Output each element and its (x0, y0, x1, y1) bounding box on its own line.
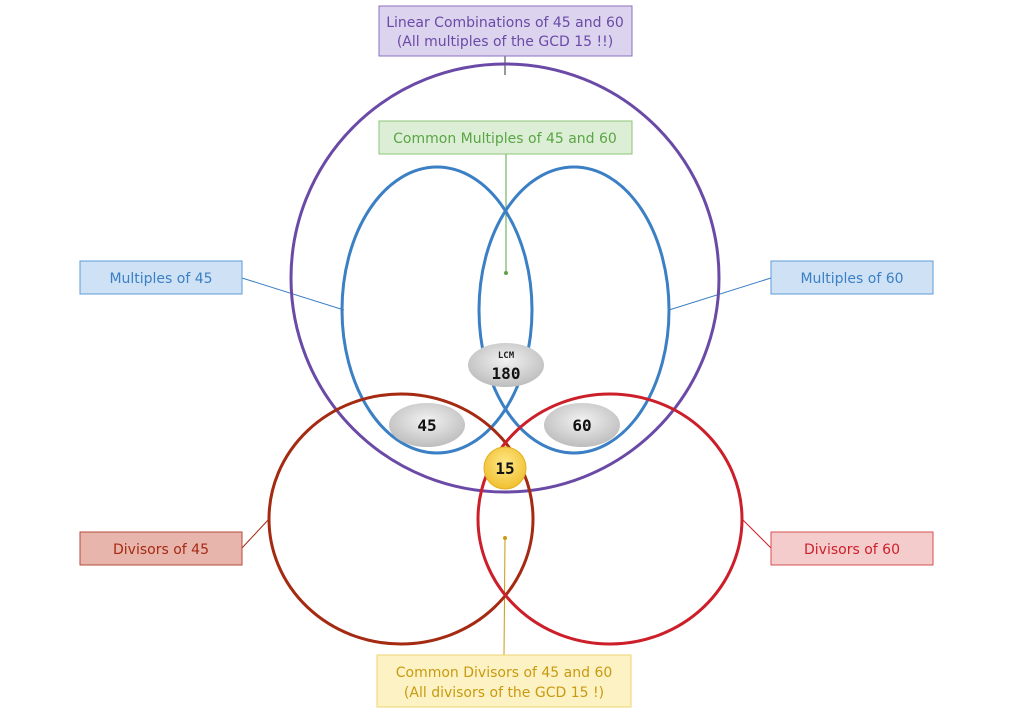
multiples-60-label: Multiples of 60 (770, 260, 934, 295)
divisors-45-ring (267, 392, 535, 646)
divisors-60-text: Divisors of 60 (804, 542, 900, 558)
connector-common-divisors-dot (503, 536, 507, 540)
connector-common-multiples-dot (504, 271, 508, 275)
linear-combinations-line1: Linear Combinations of 45 and 60 (386, 15, 624, 31)
divisors-45-label: Divisors of 45 (79, 531, 243, 566)
gcd-node: 15 (483, 446, 527, 490)
connector-multiples-60 (668, 277, 772, 311)
common-multiples-text: Common Multiples of 45 and 60 (393, 131, 617, 147)
linear-combinations-label: Linear Combinations of 45 and 60 (All mu… (378, 5, 633, 57)
multiples-60-text: Multiples of 60 (800, 271, 903, 287)
divisors-60-label: Divisors of 60 (770, 531, 934, 566)
linear-combinations-ring (289, 62, 721, 494)
divisors-45-text: Divisors of 45 (113, 542, 209, 558)
gcd-value: 15 (495, 459, 514, 478)
lcm-value: 180 (492, 364, 521, 383)
connector-divisors-45 (241, 518, 270, 549)
multiples-45-label: Multiples of 45 (79, 260, 243, 295)
node-45-value: 45 (417, 416, 436, 435)
node-45: 45 (389, 403, 465, 447)
connector-divisors-60 (741, 518, 772, 549)
common-multiples-label: Common Multiples of 45 and 60 (378, 120, 633, 155)
common-divisors-label: Common Divisors of 45 and 60 (All diviso… (376, 654, 632, 708)
lcm-caption: LCM (498, 351, 515, 361)
multiples-45-text: Multiples of 45 (109, 271, 212, 287)
node-60-value: 60 (572, 416, 591, 435)
multiples-60-ring (477, 165, 671, 455)
node-60: 60 (544, 403, 620, 447)
common-divisors-line1: Common Divisors of 45 and 60 (396, 665, 613, 681)
common-divisors-line2: (All divisors of the GCD 15 !) (404, 685, 604, 701)
divisors-60-ring (476, 392, 744, 646)
linear-combinations-line2: (All multiples of the GCD 15 !!) (397, 34, 613, 50)
lcm-node: LCM 180 (468, 343, 544, 387)
multiples-45-ring (340, 165, 534, 455)
